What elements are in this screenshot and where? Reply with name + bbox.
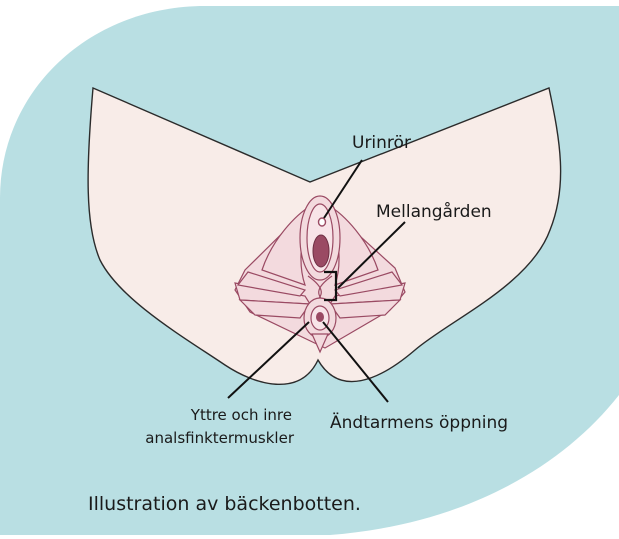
figure-caption: Illustration av bäckenbotten. <box>88 493 361 515</box>
urethra-opening <box>319 218 326 226</box>
label-urethra: Urinrör <box>352 133 411 153</box>
vaginal-opening <box>313 235 329 267</box>
anal-opening <box>316 312 324 322</box>
label-anus: Ändtarmens öppning <box>330 412 508 433</box>
label-perineum: Mellangården <box>376 201 492 222</box>
label-sphincter-line1: Yttre och inre <box>190 406 292 424</box>
label-sphincter-line2: analsfinktermuskler <box>145 429 295 447</box>
